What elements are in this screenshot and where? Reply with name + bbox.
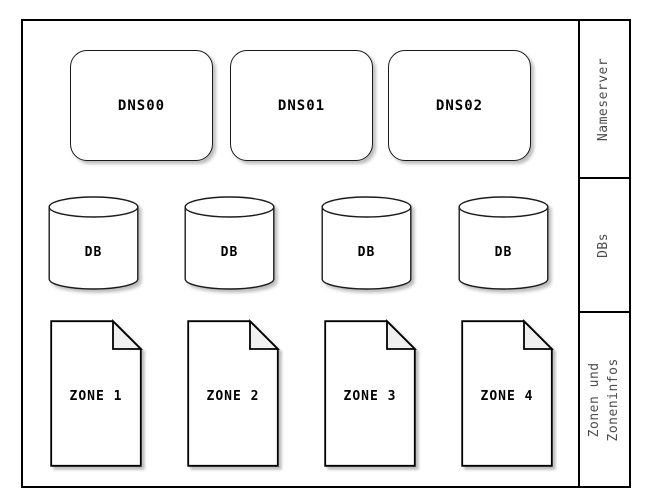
band-label-zones-line2: Zoneninfos (605, 357, 621, 442)
band-label-nameserver-text: Nameserver (596, 57, 612, 141)
database-label-db2: DB (220, 244, 239, 260)
zone-node-zone3[interactable]: ZONE 3 (324, 319, 417, 467)
document-icon (50, 319, 143, 467)
zone-label-zone4: ZONE 4 (480, 389, 534, 404)
band-label-zones: Zonen und Zoneninfos (578, 313, 631, 486)
database-node-db3[interactable]: DB (321, 196, 412, 296)
cylinder-icon (458, 196, 549, 290)
database-label-db1: DB (84, 244, 103, 260)
band-label-nameserver: Nameserver (578, 21, 631, 177)
band-separator-nameserver-dbs (578, 177, 631, 179)
database-node-db4[interactable]: DB (458, 196, 549, 296)
cylinder-icon (321, 196, 412, 290)
nameserver-node-dns01[interactable]: DNS01 (230, 50, 373, 161)
nameserver-node-dns00[interactable]: DNS00 (70, 50, 213, 161)
content-legend-separator (578, 19, 580, 488)
zone-label-zone2: ZONE 2 (206, 389, 260, 404)
band-separator-dbs-zones (578, 311, 631, 313)
nameserver-label-dns01: DNS01 (277, 97, 326, 114)
database-label-db3: DB (357, 244, 376, 260)
zone-label-zone3: ZONE 3 (343, 389, 397, 404)
cylinder-icon (48, 196, 139, 290)
zone-node-zone1[interactable]: ZONE 1 (50, 319, 143, 467)
zone-node-zone4[interactable]: ZONE 4 (461, 319, 554, 467)
database-node-db2[interactable]: DB (184, 196, 275, 296)
zone-node-zone2[interactable]: ZONE 2 (187, 319, 280, 467)
document-icon (187, 319, 280, 467)
nameserver-label-dns00: DNS00 (117, 97, 166, 114)
nameserver-label-dns02: DNS02 (435, 97, 484, 114)
document-icon (461, 319, 554, 467)
band-label-dbs: DBs (578, 179, 631, 311)
database-node-db1[interactable]: DB (48, 196, 139, 296)
nameserver-node-dns02[interactable]: DNS02 (388, 50, 531, 161)
band-label-zones-line1: Zonen und (586, 362, 602, 437)
document-icon (324, 319, 417, 467)
zone-label-zone1: ZONE 1 (69, 389, 123, 404)
database-label-db4: DB (494, 244, 513, 260)
band-label-dbs-text: DBs (596, 232, 612, 258)
cylinder-icon (184, 196, 275, 290)
